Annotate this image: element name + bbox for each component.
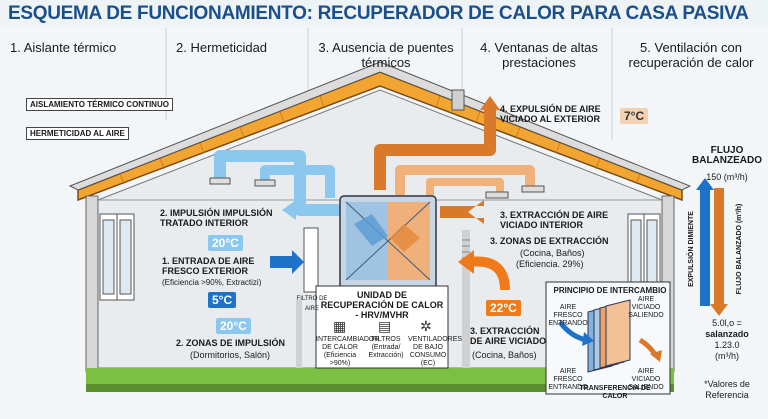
fresh-in-sub: (Eficiencia >90%, Extractizi)	[162, 278, 262, 287]
p-fresh-in2: AIRE FRESCO ENTRANDO	[548, 368, 588, 391]
unit-title: UNIDAD DE RECUPERACIÓN DE CALOR - HRV/MV…	[320, 290, 444, 320]
col-3: 3. Ausencia de puentes térmicos	[318, 40, 454, 70]
extract-zones-label: 3. ZONAS DE EXTRACCIÓN	[490, 236, 609, 246]
unit-item2-sub: (Entrada/ Extracción)	[368, 344, 404, 359]
flow-bottom2: salanzado	[705, 329, 749, 339]
supply-temp: 20°C	[208, 235, 243, 251]
airtightness-tag: HERMETICIDAD AL AIRE	[26, 127, 129, 140]
unit-item1-sub: (Eficiencia >90%)	[323, 352, 357, 367]
supply-zones-sub: (Dormitorios, Salón)	[190, 350, 271, 360]
exchanger-icon: ▦	[333, 318, 347, 334]
note1: *Valores de	[704, 379, 750, 389]
extract-curve-arrow	[469, 256, 510, 291]
supply-arrow	[282, 200, 336, 220]
page-title: ESQUEMA DE FUNCIONAMIENTO: RECUPERADOR D…	[8, 3, 749, 24]
note2: Referencia	[705, 390, 749, 400]
fresh-in-arrow	[270, 250, 304, 274]
col-1: 1. Aislante térmico	[10, 40, 117, 55]
flow-title: FLUJO BALANZEADO	[692, 145, 762, 166]
title-bar: ESQUEMA DE FUNCIONAMIENTO: RECUPERADOR D…	[0, 0, 768, 26]
flow-bar-orange	[714, 188, 724, 306]
flow-axis-left: EXPULSIÓN DIMIENTE	[688, 211, 695, 287]
outside-temp: 7°C	[620, 108, 649, 124]
principle-title: PRINCIPIO DE INTERCAMBIO	[553, 286, 667, 295]
extract-zones-eff: (Eficiencia. 29%)	[516, 259, 584, 269]
flow-bottom1: 5.0l,o =	[712, 318, 742, 328]
fresh-in-label: 1. ENTRADA DE AIRE FRESCO EXTERIOR	[162, 256, 255, 276]
p-stale-out2: AIRE VICIADO SALIENDO	[628, 368, 664, 391]
unit-item1: INTERCAMBIADOR DE CALOR(Eficiencia >90%)	[316, 336, 379, 368]
unit-item2-label: FILTROS	[371, 336, 401, 343]
supply-zones-label: 2. ZONAS DE IMPULSIÓN	[176, 338, 286, 348]
exhaust-out-label: 4. EXPULSIÓN DE AIRE VICIADO AL EXTERIOR	[500, 104, 601, 124]
extract-zones-sub: (Cocina, Baños)	[520, 248, 585, 258]
col-4: 4. Ventanas de altas prestaciones	[480, 40, 598, 70]
ceiling-diffusers	[209, 177, 545, 199]
filter-label: FILTRO DE AIRE	[296, 296, 328, 312]
flow-bottom3: 1.23.0	[714, 340, 740, 350]
unit-item3: VENTILADORES DE BAJO CONSUMO (EC)	[408, 336, 463, 367]
flow-value: 150 (m³/h)	[706, 172, 748, 182]
extract-label: 3. EXTRACCIÓN DE AIRE VICIADO INTERIOR	[500, 210, 609, 230]
col-5: 5. Ventilación con recuperación de calor	[628, 40, 754, 70]
flow-bar-blue	[700, 188, 710, 306]
filter-icon: ▤	[378, 318, 392, 334]
p-fresh-in: AIRE FRESCO ENTRANDO	[548, 304, 588, 327]
p-transfer: TRANSFERENCIA DE CALOR	[579, 385, 651, 400]
col-2: 2. Hermeticidad	[176, 40, 268, 55]
plate-stack	[587, 299, 631, 373]
supply-zone-temp: 20°C	[216, 318, 251, 334]
extract-bottom-label: 3. EXTRACCIÓN DE AIRE VICIADO	[470, 326, 547, 346]
left-window	[99, 213, 135, 301]
fresh-temp: 5°C	[208, 292, 237, 308]
unit-item1-label: INTERCAMBIADOR DE CALOR	[316, 336, 380, 351]
flow-axis-right: FLUJO BALANZADO (m³/h)	[736, 203, 743, 295]
supply-label: 2. IMPULSIÓN IMPULSIÓN TRATADO INTERIOR	[160, 208, 273, 228]
flow-bottom4: (m³/h)	[715, 351, 739, 361]
fan-icon: ✲	[420, 318, 432, 334]
extract-bottom-sub: (Cocina, Baños)	[472, 350, 537, 360]
insulation-tag: AISLAMIENTO TÉRMICO CONTINUO	[26, 98, 173, 111]
extract-temp: 22°C	[486, 300, 521, 316]
p-stale-out: AIRE VICIADO SALIENDO	[628, 296, 664, 319]
unit-item2: FILTROS(Entrada/ Extracción)	[366, 336, 406, 360]
